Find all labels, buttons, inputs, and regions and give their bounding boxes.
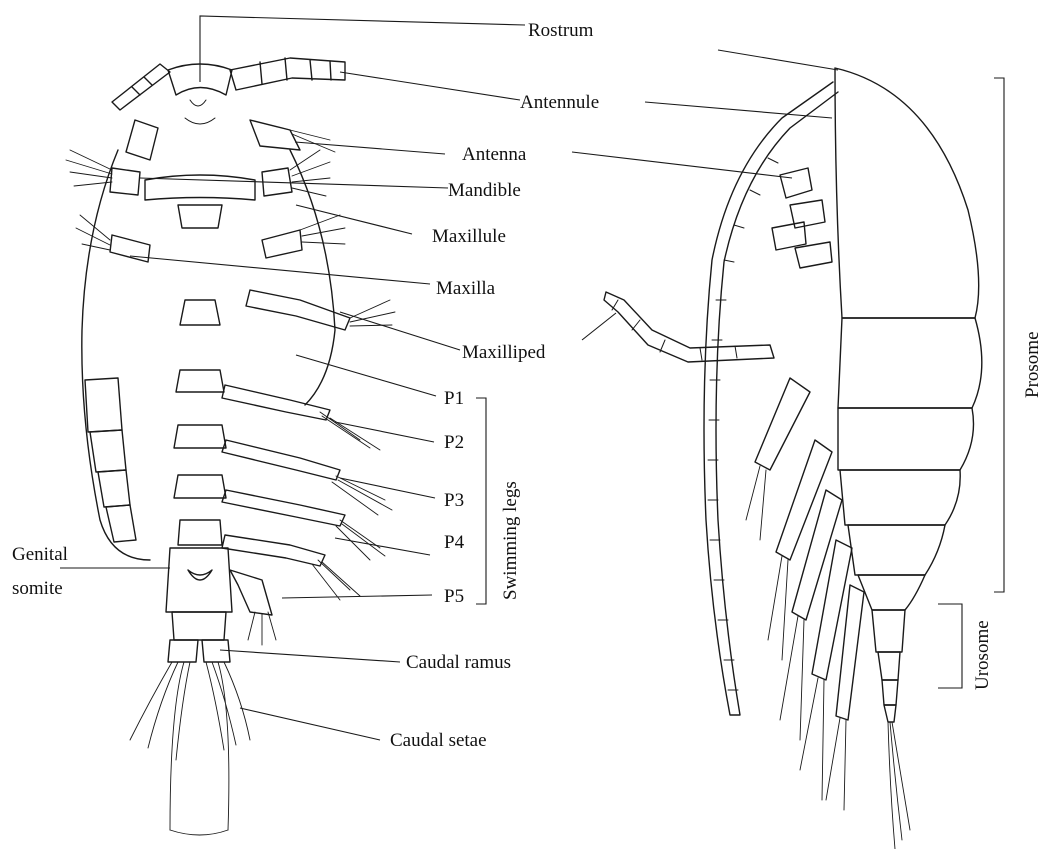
prosome-bracket [994,78,1004,592]
genital-somite-label-line2: somite [12,578,63,599]
swimming-legs-label: Swimming legs [500,481,521,600]
urosome-label: Urosome [972,620,993,690]
maxilliped-label: Maxilliped [462,342,546,363]
maxilla-label: Maxilla [436,278,496,299]
p3-label: P3 [444,490,464,511]
genital-somite-label-line1: Genital [12,544,68,565]
antenna-label: Antenna [462,144,527,165]
prosome-label: Prosome [1022,332,1043,399]
p5-label: P5 [444,586,464,607]
p2-label: P2 [444,432,464,453]
p1-label: P1 [444,388,464,409]
rostrum-label: Rostrum [528,20,594,41]
ventral-view-drawing [66,58,395,835]
caudal-ramus-label: Caudal ramus [406,652,511,673]
swimming-legs-bracket [476,398,486,604]
urosome-bracket [938,604,962,688]
mandible-label: Mandible [448,180,521,201]
p4-label: P4 [444,532,465,553]
caudal-setae-label: Caudal setae [390,730,487,751]
leader-lines [60,16,838,740]
lateral-view-drawing [604,68,982,849]
antennule-label: Antennule [520,92,599,113]
maxillule-label: Maxillule [432,226,506,247]
